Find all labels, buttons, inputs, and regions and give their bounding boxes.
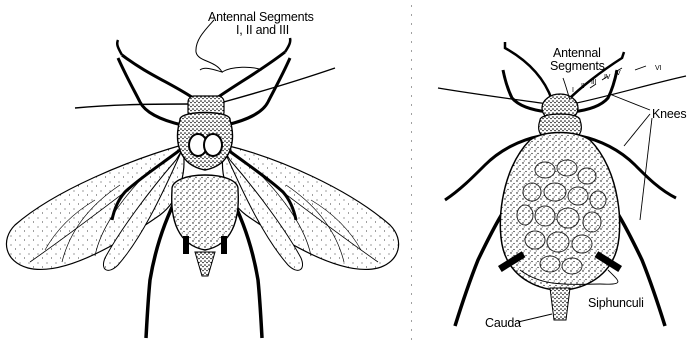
winged-aphid-body <box>172 96 239 276</box>
cauda-label: Cauda <box>485 316 521 330</box>
segment-mark-4: IV <box>604 71 610 85</box>
right-antenna <box>214 38 335 103</box>
siphunculi-label: Siphunculi <box>588 296 644 310</box>
segment-mark-6: VI <box>655 62 661 76</box>
segment-mark-2: II <box>581 80 585 94</box>
figure-divider <box>410 0 414 341</box>
knees-label: Knees <box>652 107 686 121</box>
antennal-segments-numbers-label: I, II and III <box>236 23 289 37</box>
left-antenna <box>75 40 196 108</box>
segment-mark-3: III <box>591 76 596 90</box>
wingless-aphid-body <box>498 94 622 320</box>
segment-mark-1: I <box>572 84 574 98</box>
right-segments-label: Segments <box>550 59 605 73</box>
winged-aphid-illustration <box>6 20 398 338</box>
wingless-aphid-illustration <box>438 42 686 326</box>
antennal-segments-label: Antennal Segments <box>208 10 314 24</box>
segment-mark-5: V <box>616 67 620 81</box>
right-antennal-label: Antennal <box>553 46 601 60</box>
